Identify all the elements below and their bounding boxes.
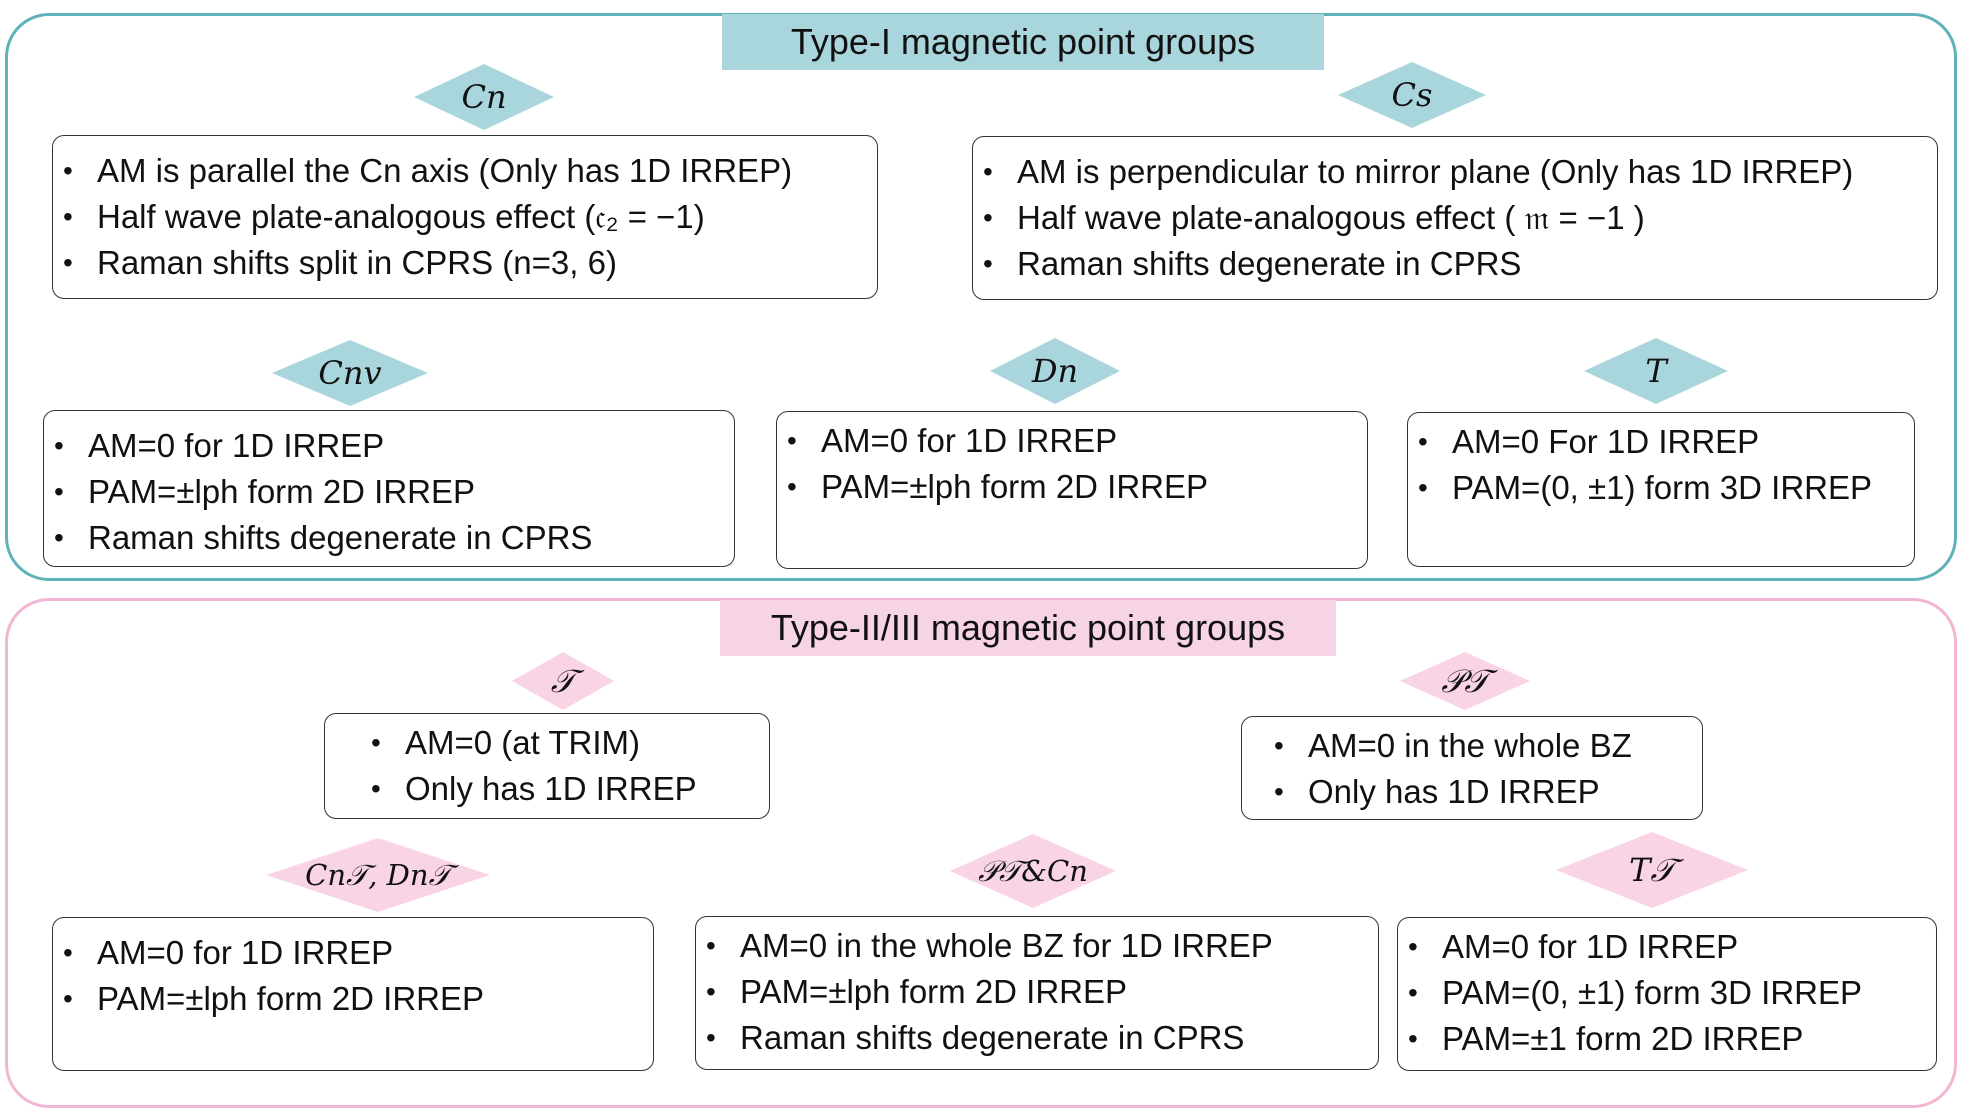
group-pt-cn-item-1: AM=0 in the whole BZ for 1D IRREP bbox=[706, 923, 1364, 969]
group-time-reversal-item-2: Only has 1D IRREP bbox=[371, 766, 755, 812]
group-cnv-item-3: Raman shifts degenerate in CPRS bbox=[54, 515, 720, 561]
group-cnv-label: Cnv bbox=[318, 354, 382, 392]
group-cs-box: AM is perpendicular to mirror plane (Onl… bbox=[972, 136, 1938, 300]
group-t-item-2: PAM=(0, ±1) form 3D IRREP bbox=[1418, 465, 1900, 511]
group-pt-cn-label: 𝒫𝒯&Cn bbox=[978, 853, 1088, 888]
group-t-label: T bbox=[1645, 352, 1667, 390]
group-cnt-dnt-item-2: PAM=±lph form 2D IRREP bbox=[63, 976, 639, 1022]
group-pt-label: 𝒫𝒯 bbox=[1441, 661, 1489, 700]
group-dn-label: Dn bbox=[1031, 352, 1079, 390]
group-tt-label: T𝒯 bbox=[1629, 850, 1675, 889]
group-cs-item-3: Raman shifts degenerate in CPRS bbox=[983, 241, 1923, 287]
group-dn-item-1: AM=0 for 1D IRREP bbox=[787, 418, 1353, 464]
group-tt-item-2: PAM=(0, ±1) form 3D IRREP bbox=[1408, 970, 1922, 1016]
group-dn-box: AM=0 for 1D IRREP PAM=±lph form 2D IRREP bbox=[776, 411, 1368, 569]
group-cn-item-3: Raman shifts split in CPRS (n=3, 6) bbox=[63, 240, 863, 286]
group-pt-item-2: Only has 1D IRREP bbox=[1274, 769, 1688, 815]
group-pt-cn-item-3: Raman shifts degenerate in CPRS bbox=[706, 1015, 1364, 1061]
group-t-item-1: AM=0 For 1D IRREP bbox=[1418, 419, 1900, 465]
group-time-reversal-item-1: AM=0 (at TRIM) bbox=[371, 720, 755, 766]
group-cn-item-1: AM is parallel the Cn axis (Only has 1D … bbox=[63, 148, 863, 194]
group-time-reversal-box: AM=0 (at TRIM) Only has 1D IRREP bbox=[324, 713, 770, 819]
group-pt-cn-item-2: PAM=±lph form 2D IRREP bbox=[706, 969, 1364, 1015]
group-pt-item-1: AM=0 in the whole BZ bbox=[1274, 723, 1688, 769]
group-tt-item-3: PAM=±1 form 2D IRREP bbox=[1408, 1016, 1922, 1062]
group-cnv-item-2: PAM=±lph form 2D IRREP bbox=[54, 469, 720, 515]
group-cnt-dnt-box: AM=0 for 1D IRREP PAM=±lph form 2D IRREP bbox=[52, 917, 654, 1071]
group-cnt-dnt-item-1: AM=0 for 1D IRREP bbox=[63, 930, 639, 976]
group-pt-box: AM=0 in the whole BZ Only has 1D IRREP bbox=[1241, 716, 1703, 820]
group-cs-item-1: AM is perpendicular to mirror plane (Onl… bbox=[983, 149, 1923, 195]
group-cnv-box: AM=0 for 1D IRREP PAM=±lph form 2D IRREP… bbox=[43, 410, 735, 567]
group-cn-item-2: Half wave plate-analogous effect (𝔠₂ = −… bbox=[63, 194, 863, 240]
group-cs-item-2: Half wave plate-analogous effect ( 𝔪 = −… bbox=[983, 195, 1923, 241]
group-cs-label: Cs bbox=[1391, 76, 1433, 114]
group-cn-box: AM is parallel the Cn axis (Only has 1D … bbox=[52, 135, 878, 299]
group-cnv-item-1: AM=0 for 1D IRREP bbox=[54, 423, 720, 469]
type1-title: Type-I magnetic point groups bbox=[722, 14, 1324, 70]
group-t-box: AM=0 For 1D IRREP PAM=(0, ±1) form 3D IR… bbox=[1407, 412, 1915, 567]
type2-title: Type-II/III magnetic point groups bbox=[720, 600, 1336, 656]
group-dn-item-2: PAM=±lph form 2D IRREP bbox=[787, 464, 1353, 510]
group-time-reversal-label: 𝒯 bbox=[550, 661, 576, 700]
group-tt-box: AM=0 for 1D IRREP PAM=(0, ±1) form 3D IR… bbox=[1397, 917, 1937, 1071]
group-pt-cn-box: AM=0 in the whole BZ for 1D IRREP PAM=±l… bbox=[695, 916, 1379, 1070]
group-cn-label: Cn bbox=[461, 78, 507, 116]
group-tt-item-1: AM=0 for 1D IRREP bbox=[1408, 924, 1922, 970]
group-cnt-dnt-label: Cn𝒯, Dn𝒯 bbox=[305, 857, 451, 892]
